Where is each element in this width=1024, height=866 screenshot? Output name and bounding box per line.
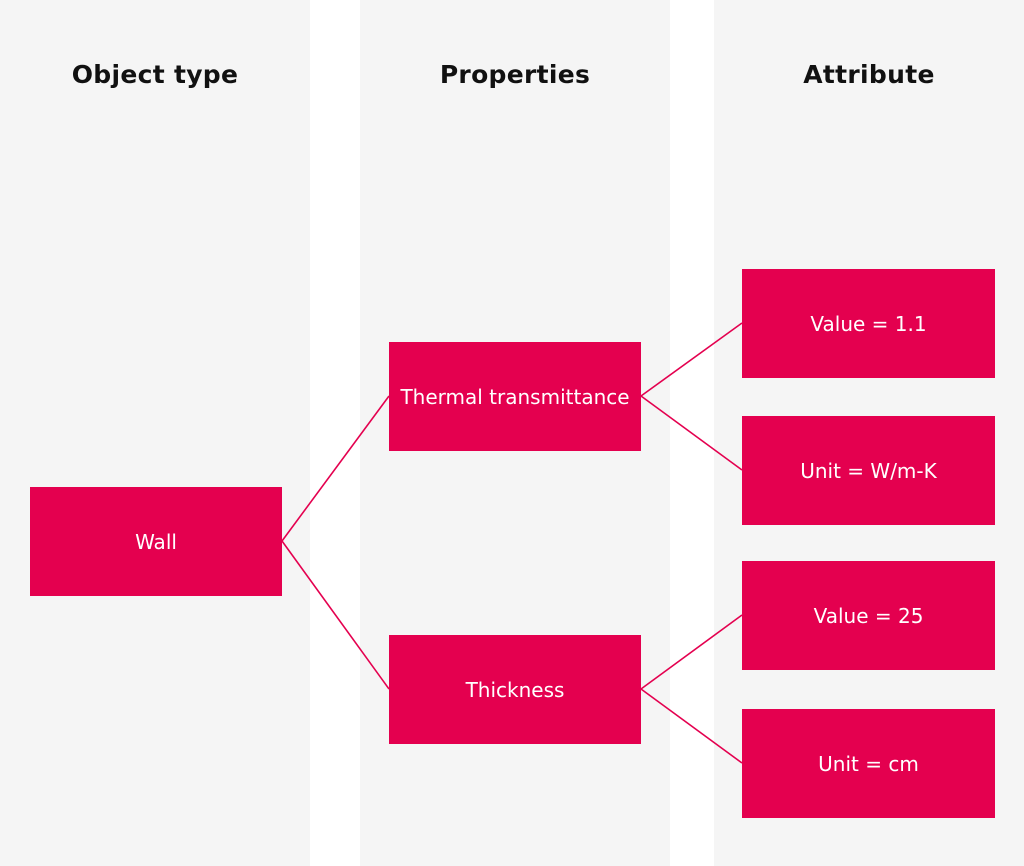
connector-thickness-value (640, 614, 743, 690)
node-thermal-transmittance: Thermal transmittance (389, 342, 641, 451)
node-thermal-value: Value = 1.1 (742, 269, 995, 378)
connector-thickness-unit (640, 688, 743, 764)
connector-thermal-value (640, 322, 743, 397)
heading-attribute: Attribute (803, 60, 935, 89)
node-thickness-value: Value = 25 (742, 561, 995, 670)
node-thickness: Thickness (389, 635, 641, 744)
column-object-type: Object type (0, 0, 310, 866)
node-wall: Wall (30, 487, 282, 596)
connector-wall-thermal (281, 395, 390, 542)
heading-object-type: Object type (71, 60, 239, 89)
node-thermal-unit: Unit = W/m-K (742, 416, 995, 525)
connector-thermal-unit (640, 395, 743, 471)
heading-properties: Properties (439, 60, 591, 89)
connector-wall-thickness (281, 540, 390, 690)
node-thickness-unit: Unit = cm (742, 709, 995, 818)
